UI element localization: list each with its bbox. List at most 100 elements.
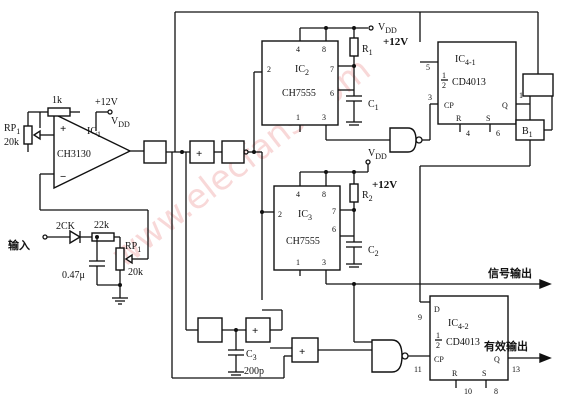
svg-text:2: 2 [436,341,440,350]
or-gate-3 [291,337,319,363]
svg-text:9: 9 [418,313,422,322]
ic2-body [261,40,339,126]
inverter-2 [371,339,430,373]
ic41-part: CD4013 [452,77,486,88]
svg-text:5: 5 [426,63,430,72]
svg-text:Q: Q [502,101,508,110]
opamp-minus: − [60,171,66,183]
svg-text:CP: CP [434,355,444,364]
ic3-part: CH7555 [286,236,320,247]
diode-2ck [69,229,82,245]
svg-text:1: 1 [442,71,446,80]
potentiometer-rp1-left [23,125,33,145]
opamp-plus: + [60,123,66,135]
svg-text:2: 2 [278,210,282,219]
timer-ic2: IC2 CH7555 4 8 2 7 6 1 3 VDD +12V R1 C1 [253,22,408,152]
buffer-gate-1 [143,140,167,164]
rp1-left-value: 20k [4,137,19,148]
rp1-right-label: RP1 [125,241,141,254]
svg-text:1: 1 [296,113,300,122]
svg-text:+: + [196,148,202,160]
bottom-logic: + C3 200p + [171,152,372,379]
c3-label: C3 [246,349,257,362]
resistor-r2 [349,183,359,203]
svg-text:+: + [299,346,305,358]
relay-block [522,73,554,97]
svg-text:3: 3 [322,258,326,267]
diode-label: 2CK [56,221,76,232]
b1-label: B1 [522,126,533,139]
svg-text:R: R [452,369,458,378]
ic42-part: CD4013 [446,337,480,348]
input-terminal [42,234,48,240]
resistor-r1 [349,37,359,57]
signal-output-label: 信号输出 [488,266,532,280]
ic1-label: IC1 [87,126,101,139]
svg-text:7: 7 [332,207,336,216]
valid-output-label: 有效输出 [484,339,528,353]
svg-text:3: 3 [428,93,432,102]
c-in-label: 0.47μ [62,270,85,281]
svg-text:7: 7 [330,65,334,74]
ic41-body [437,41,517,125]
svg-text:CP: CP [444,101,454,110]
ic2-label: IC2 [295,64,309,77]
svg-text:S: S [482,369,486,378]
svg-text:10: 10 [464,387,472,396]
resistor-1k [47,107,71,117]
timer-ic3: IC3 CH7555 4 8 2 7 6 1 3 VDD +12V R2 C2 [260,148,552,342]
svg-text:D: D [434,305,440,314]
ic3-label: IC3 [298,209,312,222]
ic2-supply-12v: +12V [383,36,408,48]
rp1-left-label: RP1 [4,123,20,136]
r-fb-label: 1k [52,95,62,106]
svg-text:8: 8 [494,387,498,396]
c2-label: C2 [368,245,379,258]
svg-text:11: 11 [414,365,422,374]
svg-text:13: 13 [512,365,520,374]
svg-text:S: S [486,114,490,123]
ic3-vdd: VDD [368,148,387,161]
svg-text:1: 1 [519,91,523,100]
svg-text:8: 8 [322,190,326,199]
svg-text:6: 6 [332,225,336,234]
ic1-part: CH3130 [57,149,91,160]
flipflop-ic4-1: IC4-1 1 2 CD4013 CP Q R S 5 3 1 4 6 [420,41,530,138]
svg-text:+: + [252,325,258,337]
ic1-vdd: VDD [111,116,130,129]
rp1-right-value: 20k [128,267,143,278]
svg-text:R: R [456,114,462,123]
flipflop-ic4-2: D IC4-2 1 2 CD4013 CP Q R S 9 11 13 10 8… [414,295,552,396]
svg-text:3: 3 [322,113,326,122]
opamp-ic1: + − IC1 CH3130 +12V VDD 1k RP1 20k [4,95,144,190]
input-label: 输入 [8,238,30,252]
r1-label: R1 [362,44,373,57]
ic41-label: IC4-1 [455,54,476,67]
svg-text:1: 1 [296,258,300,267]
r-in-label: 22k [94,220,109,231]
ic2-vdd: VDD [378,22,397,35]
svg-text:Q: Q [494,355,500,364]
svg-text:6: 6 [496,129,500,138]
svg-text:2: 2 [267,65,271,74]
c1-label: C1 [368,99,379,112]
svg-text:2: 2 [442,81,446,90]
svg-text:6: 6 [330,89,334,98]
svg-text:8: 8 [322,45,326,54]
ic1-supply-12v: +12V [95,97,119,108]
svg-text:4: 4 [296,190,300,199]
ic42-body [429,295,509,381]
input-section: 输入 2CK 22k 0.47μ RP1 20k [8,173,149,305]
ic2-part: CH7555 [282,88,316,99]
gate-chain: + [143,11,421,164]
svg-text:1: 1 [436,331,440,340]
potentiometer-rp1-right [115,247,125,271]
c3-value: 200p [244,366,264,377]
r2-label: R2 [362,190,373,203]
svg-text:4: 4 [466,129,470,138]
ic3-body [273,185,341,271]
svg-text:4: 4 [296,45,300,54]
buffer-gate-2 [221,140,245,164]
ic42-label: IC4-2 [448,318,469,331]
